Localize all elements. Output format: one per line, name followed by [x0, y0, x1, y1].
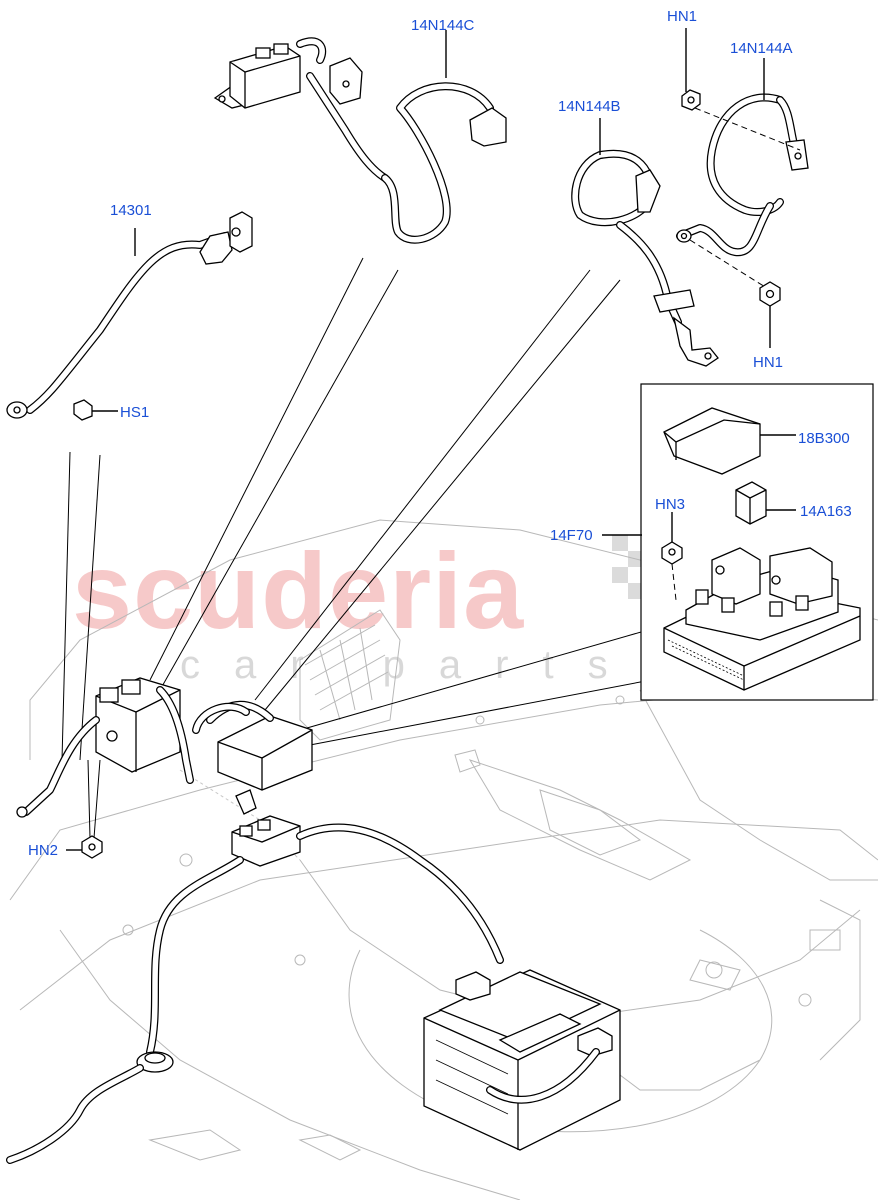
- label-18b300: 18B300: [798, 430, 850, 447]
- cable-14301: [6, 211, 253, 419]
- label-14n144b: 14N144B: [558, 98, 621, 115]
- installed-battery-distribution-box: [16, 677, 194, 818]
- label-hn1-bottom: HN1: [753, 354, 783, 371]
- label-14301: 14301: [110, 202, 152, 219]
- vehicle-floor-outline: [9, 519, 878, 1200]
- cable-14n144a: [676, 58, 809, 291]
- label-hn3: HN3: [655, 496, 685, 513]
- relay-14a163: [735, 481, 796, 525]
- label-14f70: 14F70: [550, 527, 593, 544]
- nut-hn1-top: [681, 28, 701, 111]
- installed-terminal-block: [6, 815, 504, 1164]
- label-14n144c: 14N144C: [411, 17, 475, 34]
- label-hn2: HN2: [28, 842, 58, 859]
- leader-lines: [61, 257, 673, 839]
- watermark: scuderia car parts: [72, 530, 676, 687]
- installed-fuse-box: [192, 700, 313, 815]
- label-14n144a: 14N144A: [730, 40, 793, 57]
- nut-hn2: [66, 835, 103, 859]
- detail-inset: [640, 383, 874, 701]
- fuse-box-14f70: [663, 547, 861, 691]
- nut-hn3: [661, 512, 683, 601]
- cable-14n144c: [213, 30, 507, 244]
- cover-18b300: [663, 407, 796, 475]
- label-hn1-top: HN1: [667, 8, 697, 25]
- label-14a163: 14A163: [800, 503, 852, 520]
- installed-battery: [423, 969, 621, 1151]
- cable-14n144b: [571, 118, 719, 367]
- watermark-brand: scuderia: [72, 530, 524, 651]
- watermark-tagline: car parts: [180, 643, 642, 687]
- part-labels: 14N144C HN1 14N144A 14N144B 14301 HS1 HN…: [28, 8, 852, 859]
- nut-hn1-bottom: [759, 281, 781, 348]
- stud-hs1: [73, 399, 118, 421]
- label-hs1: HS1: [120, 404, 149, 421]
